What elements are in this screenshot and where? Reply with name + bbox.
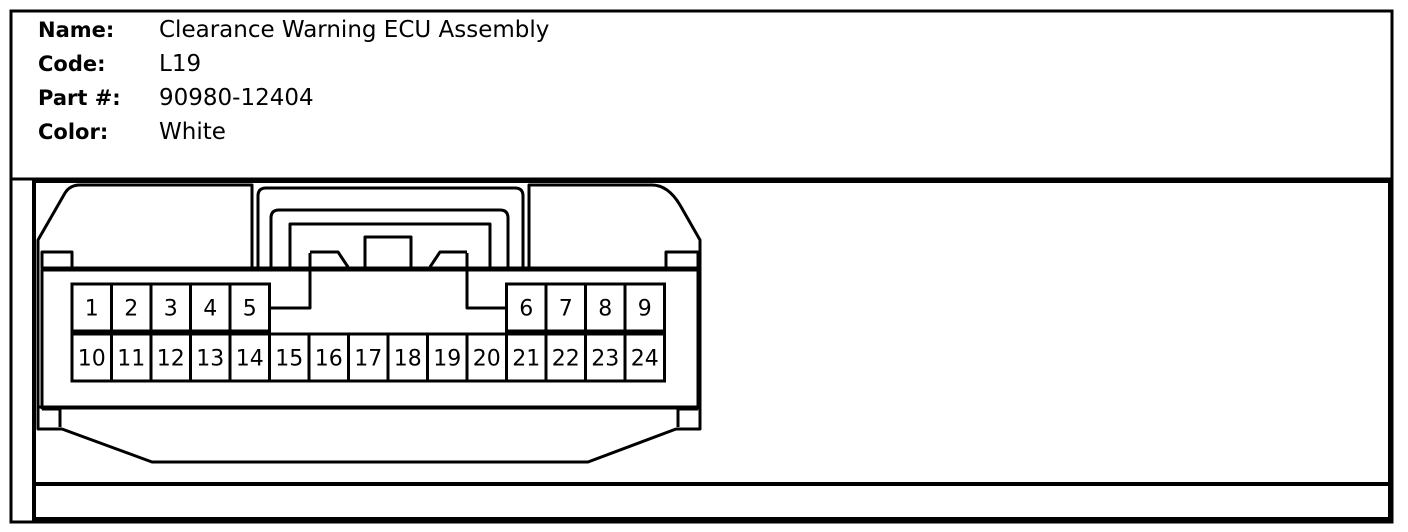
pin-cell-24: 24	[623, 332, 666, 383]
pin-cell-19: 19	[426, 332, 469, 383]
pin-box-20	[465, 332, 508, 383]
code-label: Code:	[38, 52, 106, 76]
connector-housing	[36, 183, 702, 464]
pin-box-1	[70, 282, 113, 333]
pin-label-14: 14	[236, 347, 264, 372]
pin-box-10	[70, 332, 113, 383]
pin-cell-13: 13	[189, 332, 232, 383]
pin-label-7: 7	[559, 297, 573, 322]
pin-label-5: 5	[243, 297, 257, 322]
pin-label-9: 9	[638, 297, 652, 322]
pin-box-9	[623, 282, 666, 333]
part-value: 90980-12404	[159, 85, 314, 111]
pin-cell-1: 1	[70, 282, 113, 333]
pin-label-4: 4	[203, 297, 217, 322]
pin-label-24: 24	[631, 347, 659, 372]
pin-label-12: 12	[157, 347, 185, 372]
pin-cell-23: 23	[584, 332, 627, 383]
pin-label-10: 10	[78, 347, 106, 372]
pin-cell-15: 15	[268, 332, 311, 383]
pin-label-11: 11	[117, 347, 145, 372]
pin-label-21: 21	[512, 347, 540, 372]
color-value: White	[159, 119, 226, 145]
pin-cell-8: 8	[584, 282, 627, 333]
pin-box-13	[189, 332, 232, 383]
code-value: L19	[159, 51, 202, 77]
pin-label-19: 19	[433, 347, 461, 372]
pin-box-24	[623, 332, 666, 383]
pin-cell-3: 3	[149, 282, 192, 333]
pin-box-17	[347, 332, 390, 383]
name-label: Name:	[38, 18, 115, 42]
pin-label-20: 20	[473, 347, 501, 372]
pin-cell-6: 6	[505, 282, 548, 333]
pin-label-2: 2	[124, 297, 138, 322]
name-value: Clearance Warning ECU Assembly	[159, 17, 550, 43]
pin-cell-21: 21	[505, 332, 548, 383]
pin-label-15: 15	[275, 347, 303, 372]
diagram-box	[32, 179, 1392, 521]
pin-box-2	[110, 282, 153, 333]
pin-label-17: 17	[354, 347, 382, 372]
pin-cell-16: 16	[307, 332, 350, 383]
pin-label-16: 16	[315, 347, 343, 372]
pin-box-3	[149, 282, 192, 333]
pin-cell-5: 5	[228, 282, 271, 333]
pin-label-22: 22	[552, 347, 580, 372]
pin-box-18	[386, 332, 429, 383]
pin-cell-7: 7	[544, 282, 587, 333]
pin-cell-18: 18	[386, 332, 429, 383]
pin-box-23	[584, 332, 627, 383]
pin-cell-17: 17	[347, 332, 390, 383]
pin-box-22	[544, 332, 587, 383]
pin-cell-4: 4	[189, 282, 232, 333]
pin-cell-20: 20	[465, 332, 508, 383]
pin-cell-9: 9	[623, 282, 666, 333]
pin-box-21	[505, 332, 548, 383]
pin-row-bottom: 10 11 12 13 14 15 16 17 18 19 20 21 22 23 24	[70, 332, 666, 383]
pin-label-6: 6	[519, 297, 533, 322]
pin-label-18: 18	[394, 347, 422, 372]
pin-box-16	[307, 332, 350, 383]
pin-label-8: 8	[598, 297, 612, 322]
pin-cell-14: 14	[228, 332, 271, 383]
pin-cell-2: 2	[110, 282, 153, 333]
pin-box-5	[228, 282, 271, 333]
pin-cell-12: 12	[149, 332, 192, 383]
part-label: Part #:	[38, 86, 121, 110]
pin-label-1: 1	[85, 297, 99, 322]
pin-cell-10: 10	[70, 332, 113, 383]
pin-box-14	[228, 332, 271, 383]
pin-label-13: 13	[196, 347, 224, 372]
pin-label-23: 23	[591, 347, 619, 372]
pin-cell-11: 11	[110, 332, 153, 383]
pin-cell-22: 22	[544, 332, 587, 383]
pin-label-3: 3	[164, 297, 178, 322]
color-label: Color:	[38, 120, 109, 144]
